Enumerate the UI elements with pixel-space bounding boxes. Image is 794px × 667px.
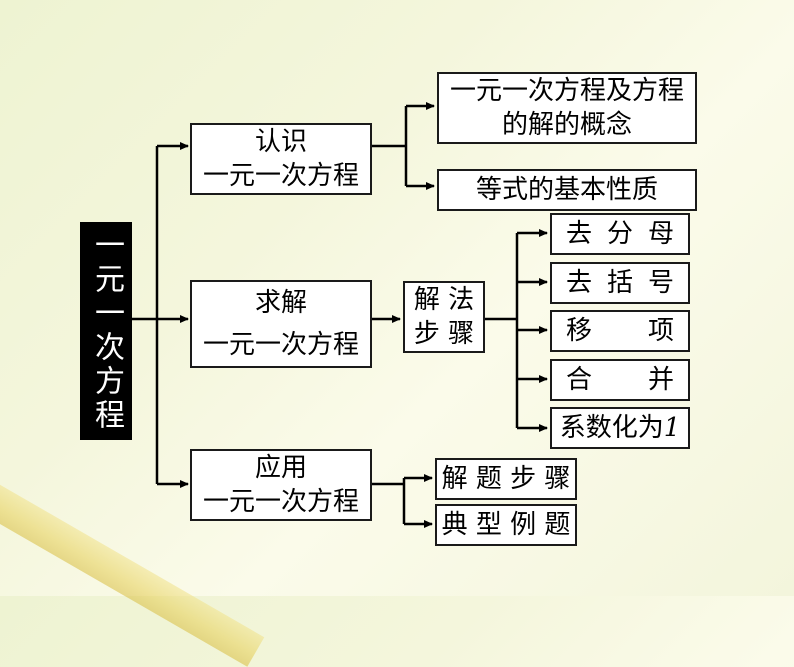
step-transpose: 移 项 <box>550 310 690 352</box>
connector-lines <box>132 102 548 528</box>
step-char: 括 <box>606 268 633 298</box>
branch-recognize-line1: 认识 <box>254 127 307 157</box>
branch-recognize-line2: 一元一次方程 <box>202 161 359 191</box>
step-coefficient-label: 系数化为 <box>559 413 664 443</box>
step-char: 移 <box>566 316 593 346</box>
step-char: 合 <box>566 365 593 395</box>
solving-steps-label: 解 题 步 骤 <box>441 464 571 494</box>
branch-solve-line2: 一元一次方程 <box>202 330 359 360</box>
step-char: 母 <box>647 219 674 249</box>
solving-steps-node: 解 题 步 骤 <box>435 458 577 500</box>
step-coefficient-number: 1 <box>663 413 681 443</box>
equality-properties-node: 等式的基本性质 <box>437 169 697 211</box>
branch-recognize: 认识 一元一次方程 <box>190 123 372 195</box>
step-char: 项 <box>647 316 674 346</box>
typical-examples-label: 典 型 例 题 <box>441 510 571 540</box>
step-char: 并 <box>647 365 674 395</box>
branch-apply: 应用 一元一次方程 <box>190 449 372 521</box>
step-remove-denominator: 去 分 母 <box>550 213 690 255</box>
step-char: 分 <box>606 219 633 249</box>
branch-apply-line2: 一元一次方程 <box>202 487 359 517</box>
step-remove-brackets: 去 括 号 <box>550 262 690 304</box>
step-char: 去 <box>566 268 593 298</box>
typical-examples-node: 典 型 例 题 <box>435 504 577 546</box>
equality-properties-label: 等式的基本性质 <box>475 175 658 205</box>
method-line1: 解 法 <box>413 285 475 315</box>
concept-node: 一元一次方程及方程 的解的概念 <box>437 72 697 144</box>
concept-line2: 的解的概念 <box>501 110 632 140</box>
method-line2: 步 骤 <box>413 319 475 349</box>
branch-solve-line1: 求解 <box>254 288 307 318</box>
step-combine: 合 并 <box>550 359 690 401</box>
branch-apply-line1: 应用 <box>254 453 307 483</box>
concept-line1: 一元一次方程及方程 <box>449 76 684 106</box>
step-char: 号 <box>647 268 674 298</box>
step-char: 去 <box>566 219 593 249</box>
method-steps-node: 解 法 步 骤 <box>403 281 485 353</box>
root-node: 一元一次方程 <box>80 222 132 440</box>
branch-solve: 求解 一元一次方程 <box>190 280 372 368</box>
